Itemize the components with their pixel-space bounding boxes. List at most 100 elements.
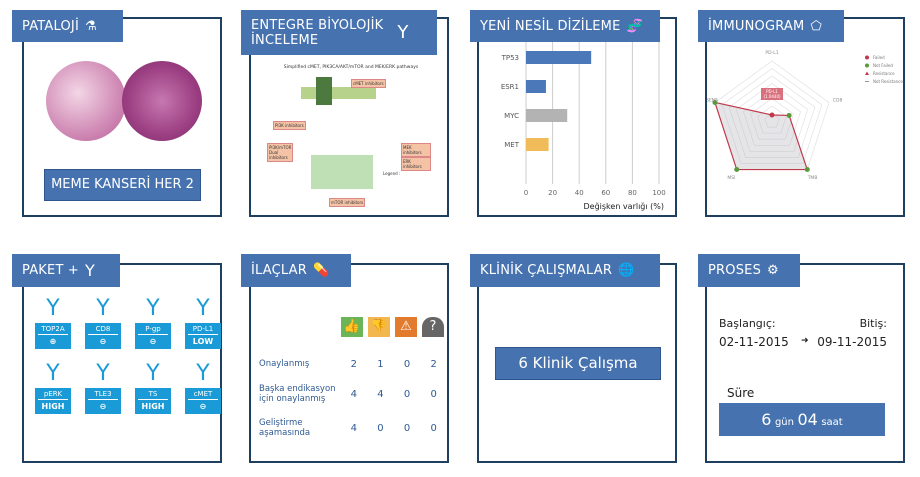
diagram-label: PI3K/mTOR Dual inhibitors [267,143,293,162]
patoloji-card: MEME KANSERİ HER 2 [22,17,222,217]
pills-icon: 💊 [312,263,330,278]
marker-value: LOW [192,337,214,346]
paket-title: PAKET + [22,263,80,278]
antibody-icon: Y [46,361,60,386]
category-label: MYC [504,112,519,120]
row-label: Başka endikasyon için onaylanmış [259,384,336,404]
gears-icon: ⚙ [767,263,779,278]
klinik-card: 6 Klinik Çalışma [477,263,677,463]
axis-label: CD8 [833,98,843,104]
diagram-title: Simplified cMET, PIK3CA/AKT/mTOR and MEK… [283,65,419,70]
annotation: (1.0440) [763,94,781,99]
marker-value: ⊖ [149,337,157,346]
marker-box: cMET⊖ [185,388,221,414]
diagnosis-button[interactable]: MEME KANSERİ HER 2 [44,169,201,201]
marker-box: CD8⊖ [85,323,121,349]
marker-name: TLE3 [88,390,118,400]
marker-box: TOP2A⊕ [35,323,71,349]
drug-count: 0 [403,388,411,400]
immunogram-card: PD-L1CD8TMBMSIMUT SENSPD-L1(1.0440)Faile… [705,17,905,217]
microscope-icon: ⚗ [85,18,97,34]
annotation: PD-L1 [766,89,778,94]
drug-count: 0 [403,358,411,370]
x-tick-label: 20 [548,189,557,197]
patoloji-header: PATALOJİ ⚗ [12,10,123,42]
radar-point [734,167,740,173]
antibody-icon: Y [146,296,160,321]
x-tick-label: 40 [575,189,584,197]
antibody-icon: Y [96,361,110,386]
antibody-icon: Y [397,22,409,43]
x-tick-label: 60 [601,189,610,197]
axis-label: PD-L1 [765,50,778,56]
marker-box: TLE3 ⊖ [85,388,121,414]
ilaclar-header: İLAÇLAR 💊 [241,254,351,287]
start-label: Başlangıç: [719,317,776,330]
ilaclar-title: İLAÇLAR [251,263,307,278]
drug-count: 2 [430,358,437,370]
x-tick-label: 100 [652,189,665,197]
drug-count: 2 [350,358,357,370]
row-label: Geliştirme aşamasında [259,418,311,438]
klinik-title: KLİNİK ÇALIŞMALAR [480,263,613,278]
row-label: Onaylanmış [259,359,310,369]
drug-count: 0 [403,422,411,434]
hours-unit: saat [821,417,843,428]
axis-label: MUT SENS [707,98,718,104]
legend-label: Failed [873,55,885,60]
pentagon-icon: ⬠ [810,18,822,34]
legend-marker [865,71,869,75]
end-label: Bitiş: [859,317,887,330]
radar-point [712,99,718,105]
marker-value: HIGH [41,402,65,411]
radar-grid [721,68,823,164]
clinical-trials-button[interactable]: 6 Klinik Çalışma [495,347,661,380]
radar-point [769,112,775,118]
diagram-label: ERK inhibitors [401,157,431,171]
patoloji-title: PATALOJİ [22,18,79,34]
thumbs-down-icon: 👎 [368,317,390,337]
proses-title: PROSES [708,263,762,278]
drug-status-icons: 👍 👎 ⚠ ? [341,317,444,337]
arrow-icon: ➜ [801,336,809,346]
duration-days: 6 [761,410,772,429]
yns-header: YENİ NESİL DİZİLEME🧬 [470,10,660,42]
antibody-icon: Y [196,296,210,321]
drug-count: 0 [430,422,437,434]
antibody-icon: Y [46,296,60,321]
radar-point [786,112,792,118]
duration-label: Süre [727,386,755,400]
marker-box: P-gp⊖ [135,323,171,349]
legend-marker [865,55,869,60]
drug-count: 4 [350,422,357,434]
antibody-icon: Y [85,261,95,280]
proses-card: Başlangıç: Bitiş: 02-11-2015 ➜ 09-11-201… [705,263,905,463]
duration-box: 6 gün 04 saat [719,403,885,436]
bar [526,80,546,93]
antibody-icon: Y [96,296,110,321]
category-label: ESR1 [501,83,519,91]
annotation-box [761,88,783,100]
diagram-label: cMET inhibitors [351,79,386,88]
drug-count: 1 [377,358,384,370]
yns-title: YENİ NESİL DİZİLEME [480,18,621,34]
thumbs-up-icon: 👍 [341,317,363,337]
marker-name: PD-L1 [188,325,218,335]
legend-label: Not Failed [873,63,893,68]
radar-point [804,167,810,173]
marker-value: ⊖ [99,402,107,411]
axis-label: MSI [727,175,735,181]
marker-name: TS [138,390,168,400]
x-tick-label: 0 [524,189,528,197]
